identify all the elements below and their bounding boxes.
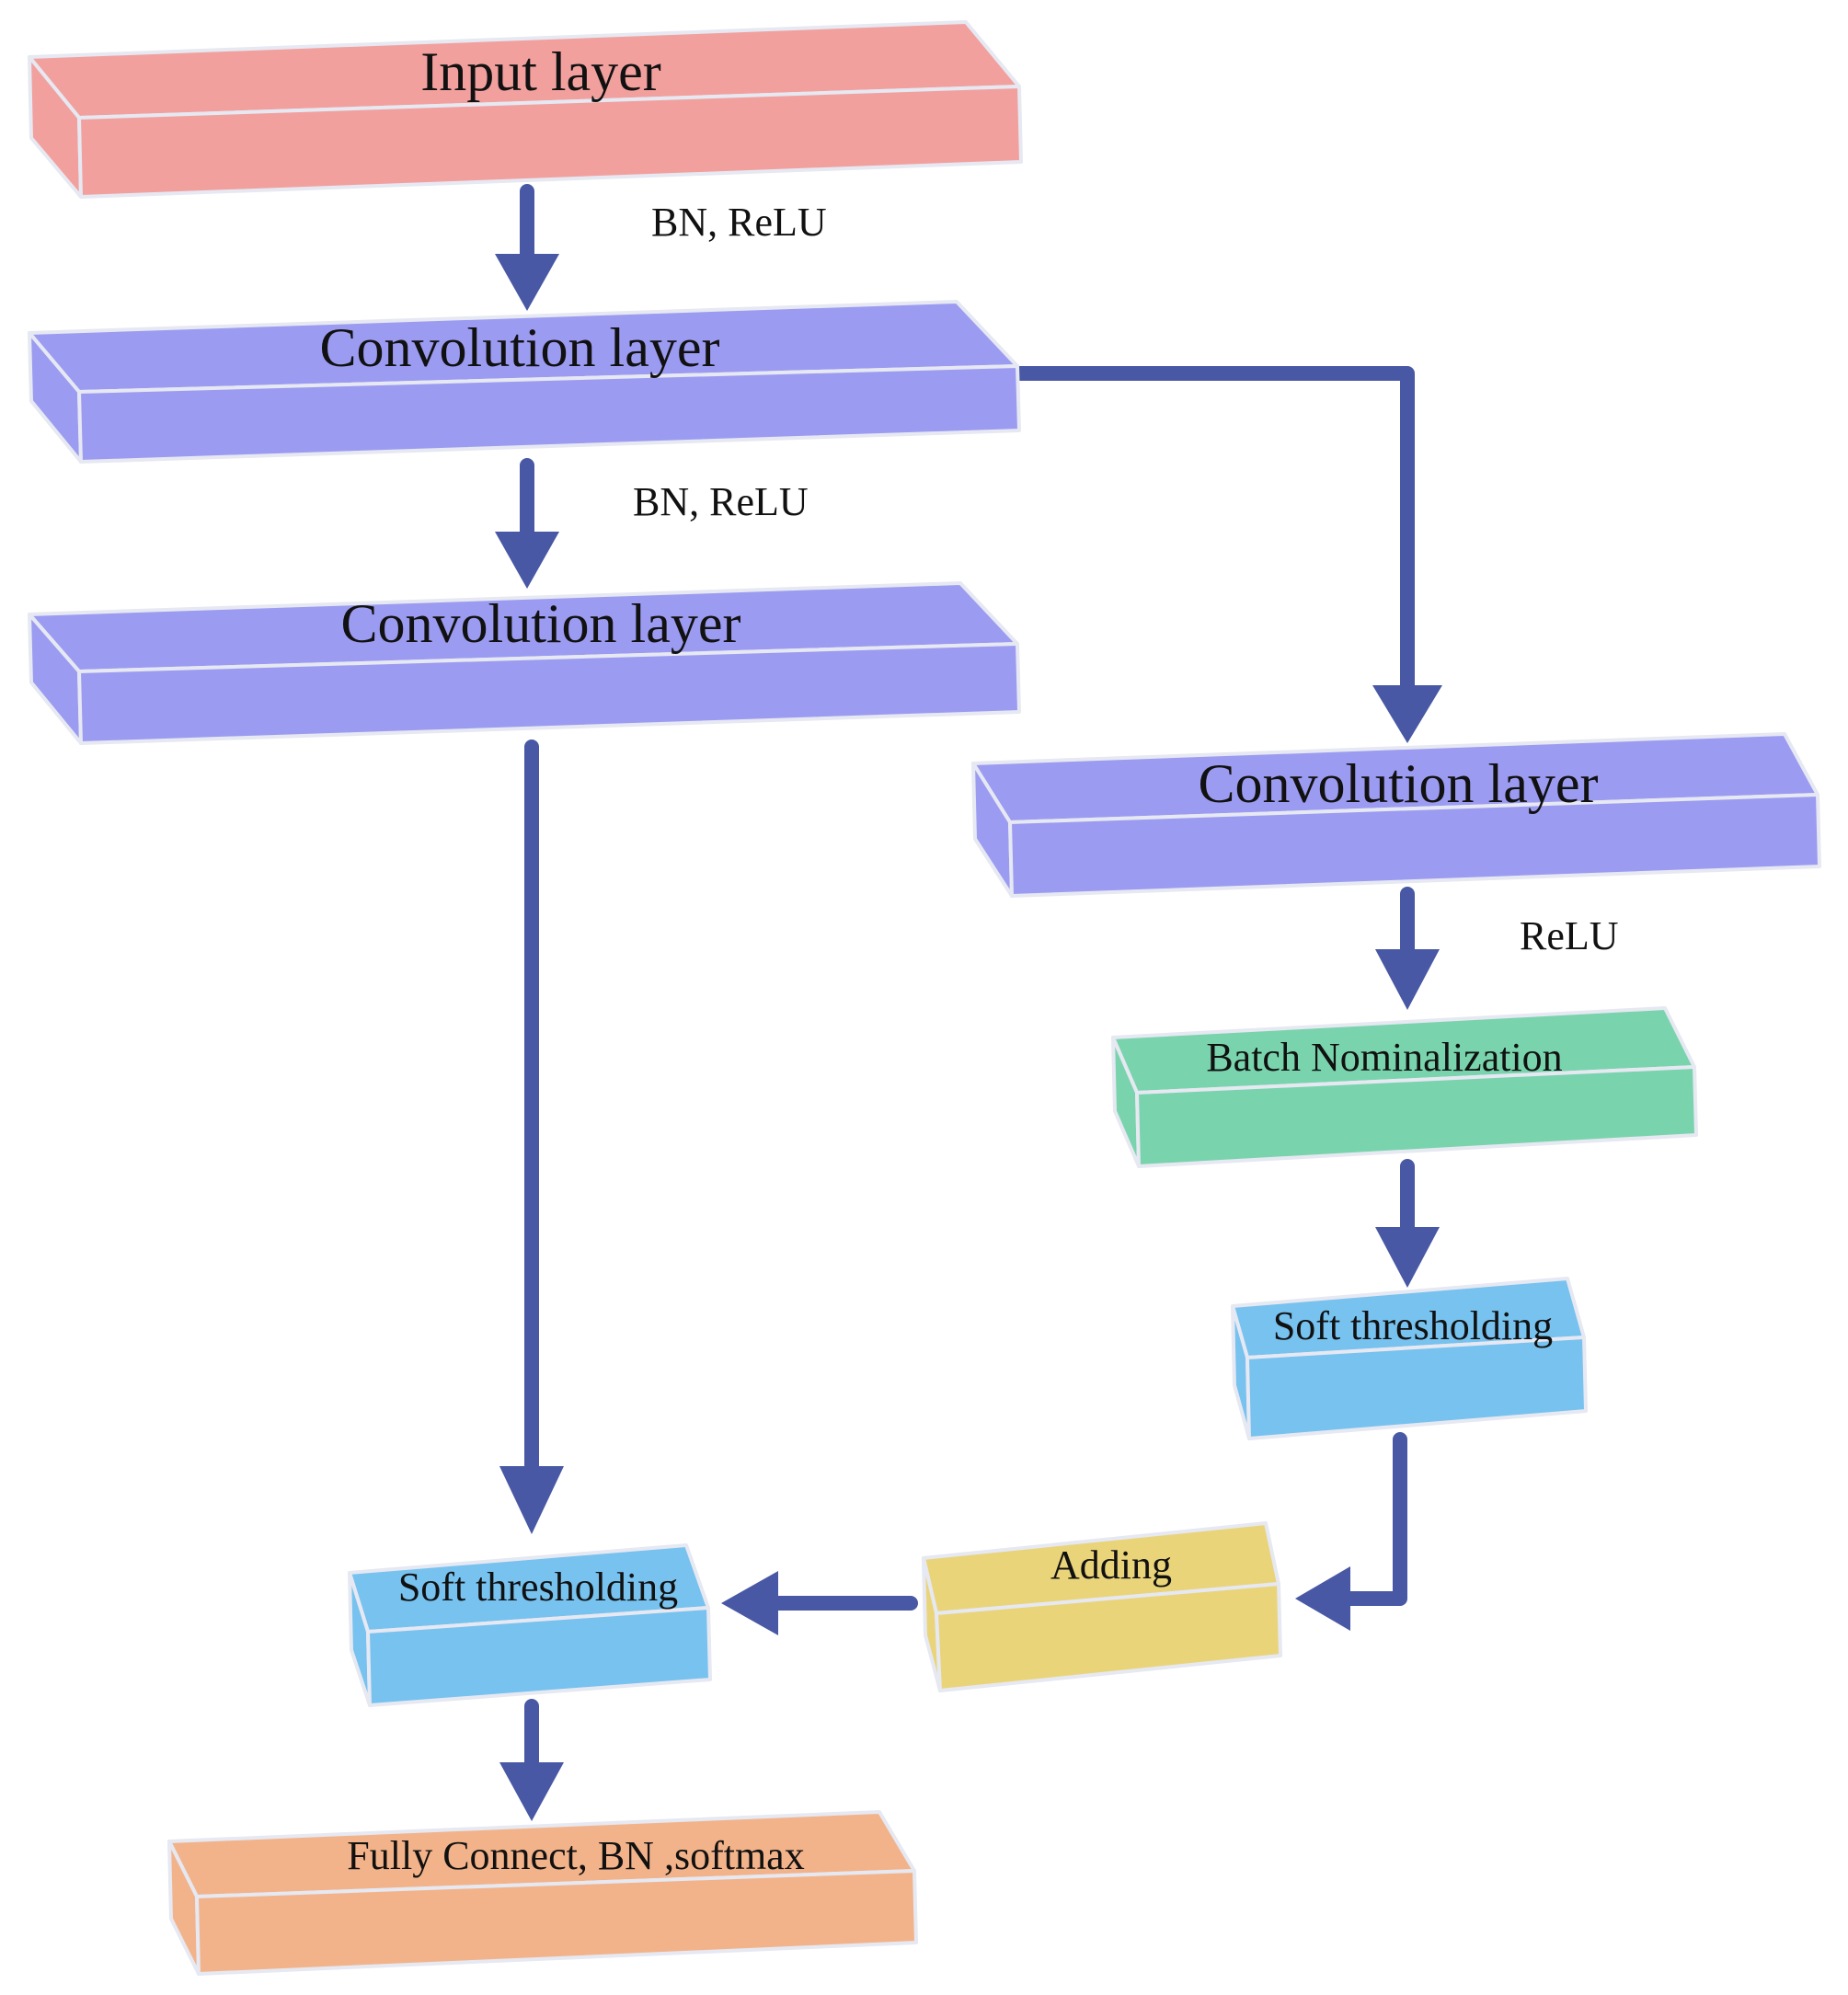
adding-front [935,1582,1282,1692]
batchnorm-label: Batch Nominalization [1206,1035,1562,1080]
arrow-soft-right-to-adding [1295,1432,1407,1631]
arrow-adding-to-soft-left [721,1571,918,1635]
edge-label-conv1-to-conv2: BN, ReLU [633,479,809,524]
arrow-batchnorm-to-soft-right [1375,1159,1440,1288]
arrow-conv1-to-conv2 [495,458,559,589]
conv1-label: Convolution layer [320,317,720,378]
output-box: Fully Connect, BN ,softmax [167,1810,918,1976]
output-front [195,1869,918,1976]
edge-label-conv3-to-batchnorm: ReLU [1520,913,1619,958]
conv1-front [77,364,1021,464]
batchnorm-front [1135,1065,1698,1168]
arrow-input-to-conv1 [495,184,559,311]
arrow-conv3-to-batchnorm [1375,887,1440,1010]
conv3-label: Convolution layer [1199,753,1599,814]
batchnorm-box: Batch Nominalization [1111,1006,1698,1168]
adding-box: Adding [922,1521,1282,1692]
conv1-box: Convolution layer [28,300,1021,464]
adding-label: Adding [1050,1542,1172,1588]
arrow-conv2-to-soft-left [499,740,564,1534]
arrow-conv1-to-conv3 [1008,366,1442,743]
soft-left-box: Soft thresholding [348,1543,712,1707]
input-layer-label: Input layer [420,41,661,102]
edge-label-input-to-conv1: BN, ReLU [651,200,827,245]
conv2-front [77,642,1021,745]
arrows [495,184,1442,1821]
soft-right-front [1245,1336,1588,1440]
soft-left-label: Soft thresholding [398,1565,678,1610]
soft-right-box: Soft thresholding [1231,1277,1588,1440]
output-label: Fully Connect, BN ,softmax [347,1833,804,1878]
conv2-box: Convolution layer [28,581,1021,745]
arrow-soft-left-to-output [499,1699,564,1821]
input-layer-box: Input layer [28,20,1023,199]
soft-right-label: Soft thresholding [1273,1303,1553,1348]
input-layer-front [77,85,1023,199]
conv3-box: Convolution layer [971,732,1821,898]
conv2-label: Convolution layer [341,593,741,654]
soft-left-front [366,1606,712,1707]
conv3-front [1008,793,1821,898]
